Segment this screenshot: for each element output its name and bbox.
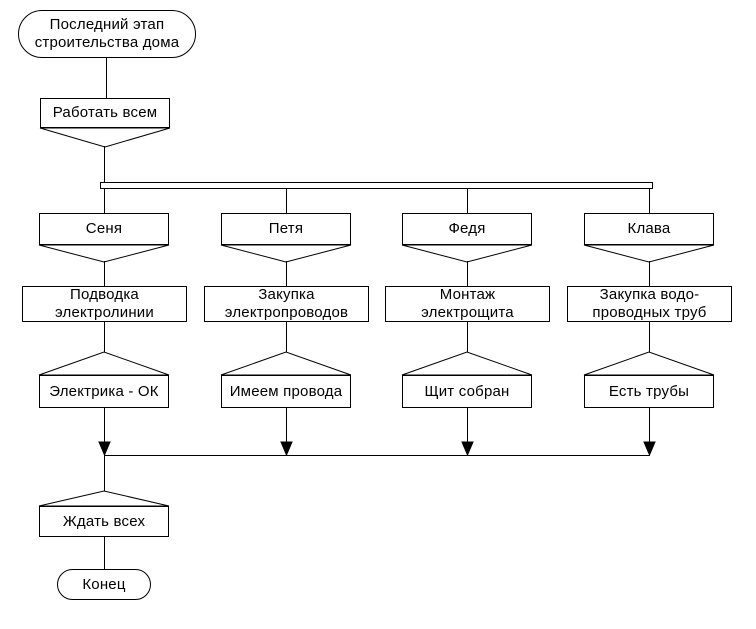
arrowhead-icon (461, 441, 474, 457)
result-node-senya: Электрика - ОК (39, 375, 169, 408)
fork-bar (100, 182, 653, 189)
result-tent-icon (220, 351, 352, 376)
result-node-petya: Имеем провода (221, 375, 351, 408)
arrowhead-icon (280, 441, 293, 457)
result-node-klava: Есть трубы (584, 375, 714, 408)
end-node: Конец (57, 569, 151, 600)
task-node-fedya: Монтаж электрощита (385, 286, 550, 322)
task-node-klava: Закупка водо- проводных труб (567, 286, 732, 322)
result-node-fedya: Щит собран (402, 375, 532, 408)
person-v-icon (38, 244, 170, 263)
person-v-icon (220, 244, 352, 263)
result-tent-icon (401, 351, 533, 376)
task-node-petya: Закупка электропроводов (204, 286, 369, 322)
person-node-petya: Петя (221, 213, 351, 245)
person-node-klava: Клава (584, 213, 714, 245)
arrowhead-icon (643, 441, 656, 457)
start-node: Последний этап строительства дома (18, 10, 196, 58)
person-v-icon (401, 244, 533, 263)
result-tent-icon (583, 351, 715, 376)
task-node-senya: Подводка электролинии (22, 286, 187, 322)
fork-v-icon (39, 127, 171, 148)
wait-node: Ждать всех (39, 506, 169, 537)
person-v-icon (583, 244, 715, 263)
person-node-senya: Сеня (39, 213, 169, 245)
wait-tent-icon (38, 490, 170, 507)
work-all-node: Работать всем (40, 98, 170, 128)
result-tent-icon (38, 351, 170, 376)
person-node-fedya: Федя (402, 213, 532, 245)
arrowhead-icon (98, 441, 111, 457)
